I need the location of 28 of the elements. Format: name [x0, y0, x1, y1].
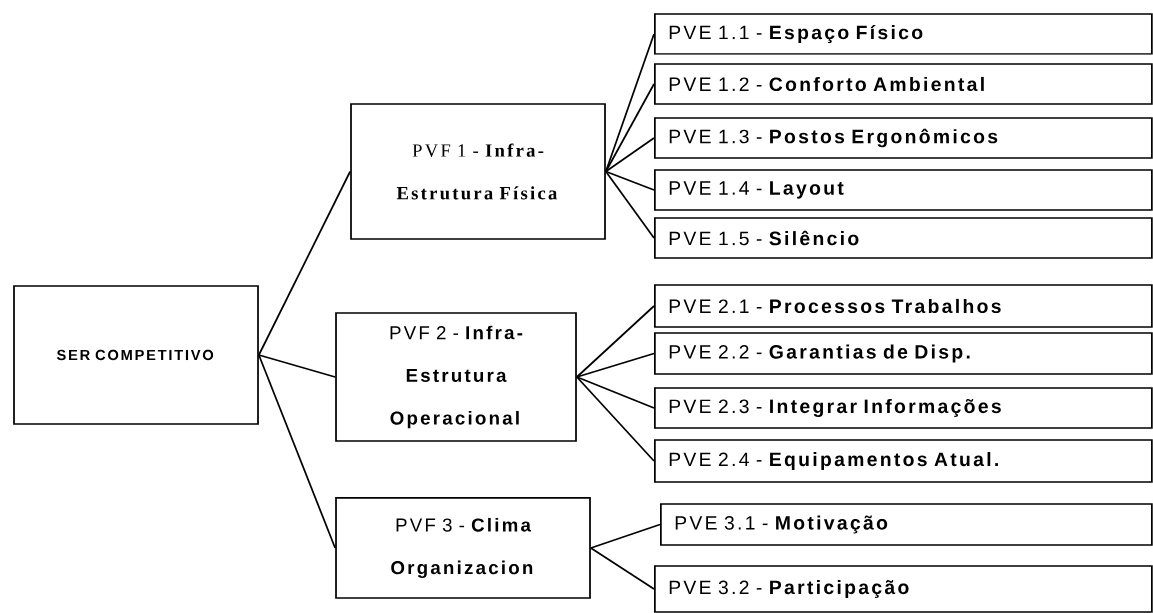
category-box: PVF 2 - Infra- Estrutura Operacional	[335, 312, 577, 442]
connector-line	[258, 354, 336, 549]
connector-line	[590, 523, 661, 549]
item-box: PVE 2.2 - Garantias de Disp.	[654, 332, 1153, 375]
connector-line	[576, 305, 655, 378]
item-box: PVE 1.1 - Espaço Físico	[654, 13, 1153, 55]
connector-line	[605, 83, 655, 173]
connector-line	[258, 354, 336, 378]
item-box: PVE 3.2 - Participação	[654, 565, 1153, 613]
item-box: PVE 1.3 - Postos Ergonômicos	[654, 117, 1153, 159]
connector-line	[605, 170, 655, 191]
item-box: PVE 1.2 - Conforto Ambiental	[654, 63, 1153, 105]
category-box: PVF 1 - Infra- Estrutura Física	[350, 103, 606, 240]
connector-line	[605, 170, 655, 239]
connector-line	[590, 547, 655, 590]
category-box: PVF 3 - Clima Organizacion	[335, 497, 591, 599]
connector-line	[576, 352, 655, 378]
connector-line	[576, 376, 655, 409]
item-box: PVE 3.1 - Motivação	[660, 503, 1153, 546]
item-box: PVE 1.5 - Silêncio	[654, 217, 1153, 259]
item-box: PVE 2.3 - Integrar Informações	[654, 387, 1153, 429]
connector-line	[576, 376, 655, 462]
item-box: PVE 2.1 - Processos Trabalhos	[654, 284, 1153, 328]
item-box: PVE 2.4 - Equipamentos Atual.	[654, 439, 1153, 483]
connector-line	[605, 137, 655, 173]
root-box: SER COMPETITIVO	[13, 285, 259, 425]
connector-line	[258, 170, 351, 356]
item-box: PVE 1.4 - Layout	[654, 169, 1153, 211]
